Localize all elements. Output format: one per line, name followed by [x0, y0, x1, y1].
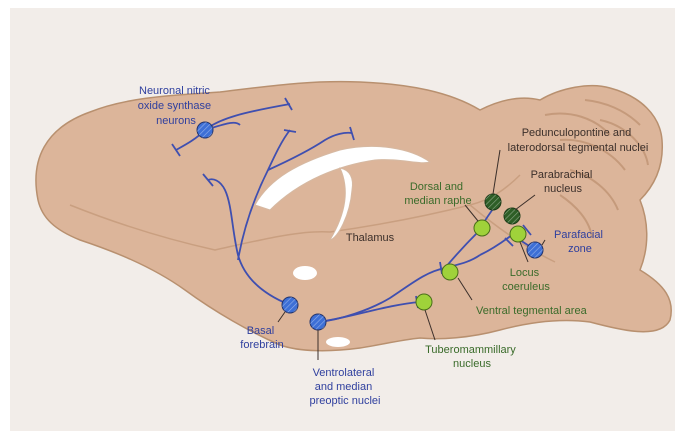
vlpo-label: Ventrolateral and median preoptic nuclei — [310, 367, 381, 407]
vta-node — [442, 264, 458, 280]
tmn-node — [416, 294, 432, 310]
anterior-commissure — [293, 266, 317, 280]
optic-chiasm — [326, 337, 350, 347]
thalamus-label: Thalamus — [346, 232, 395, 244]
raphe-node — [474, 220, 490, 236]
locus-coeruleus-node — [510, 226, 526, 242]
vta-label: Ventral tegmental area — [476, 305, 588, 317]
